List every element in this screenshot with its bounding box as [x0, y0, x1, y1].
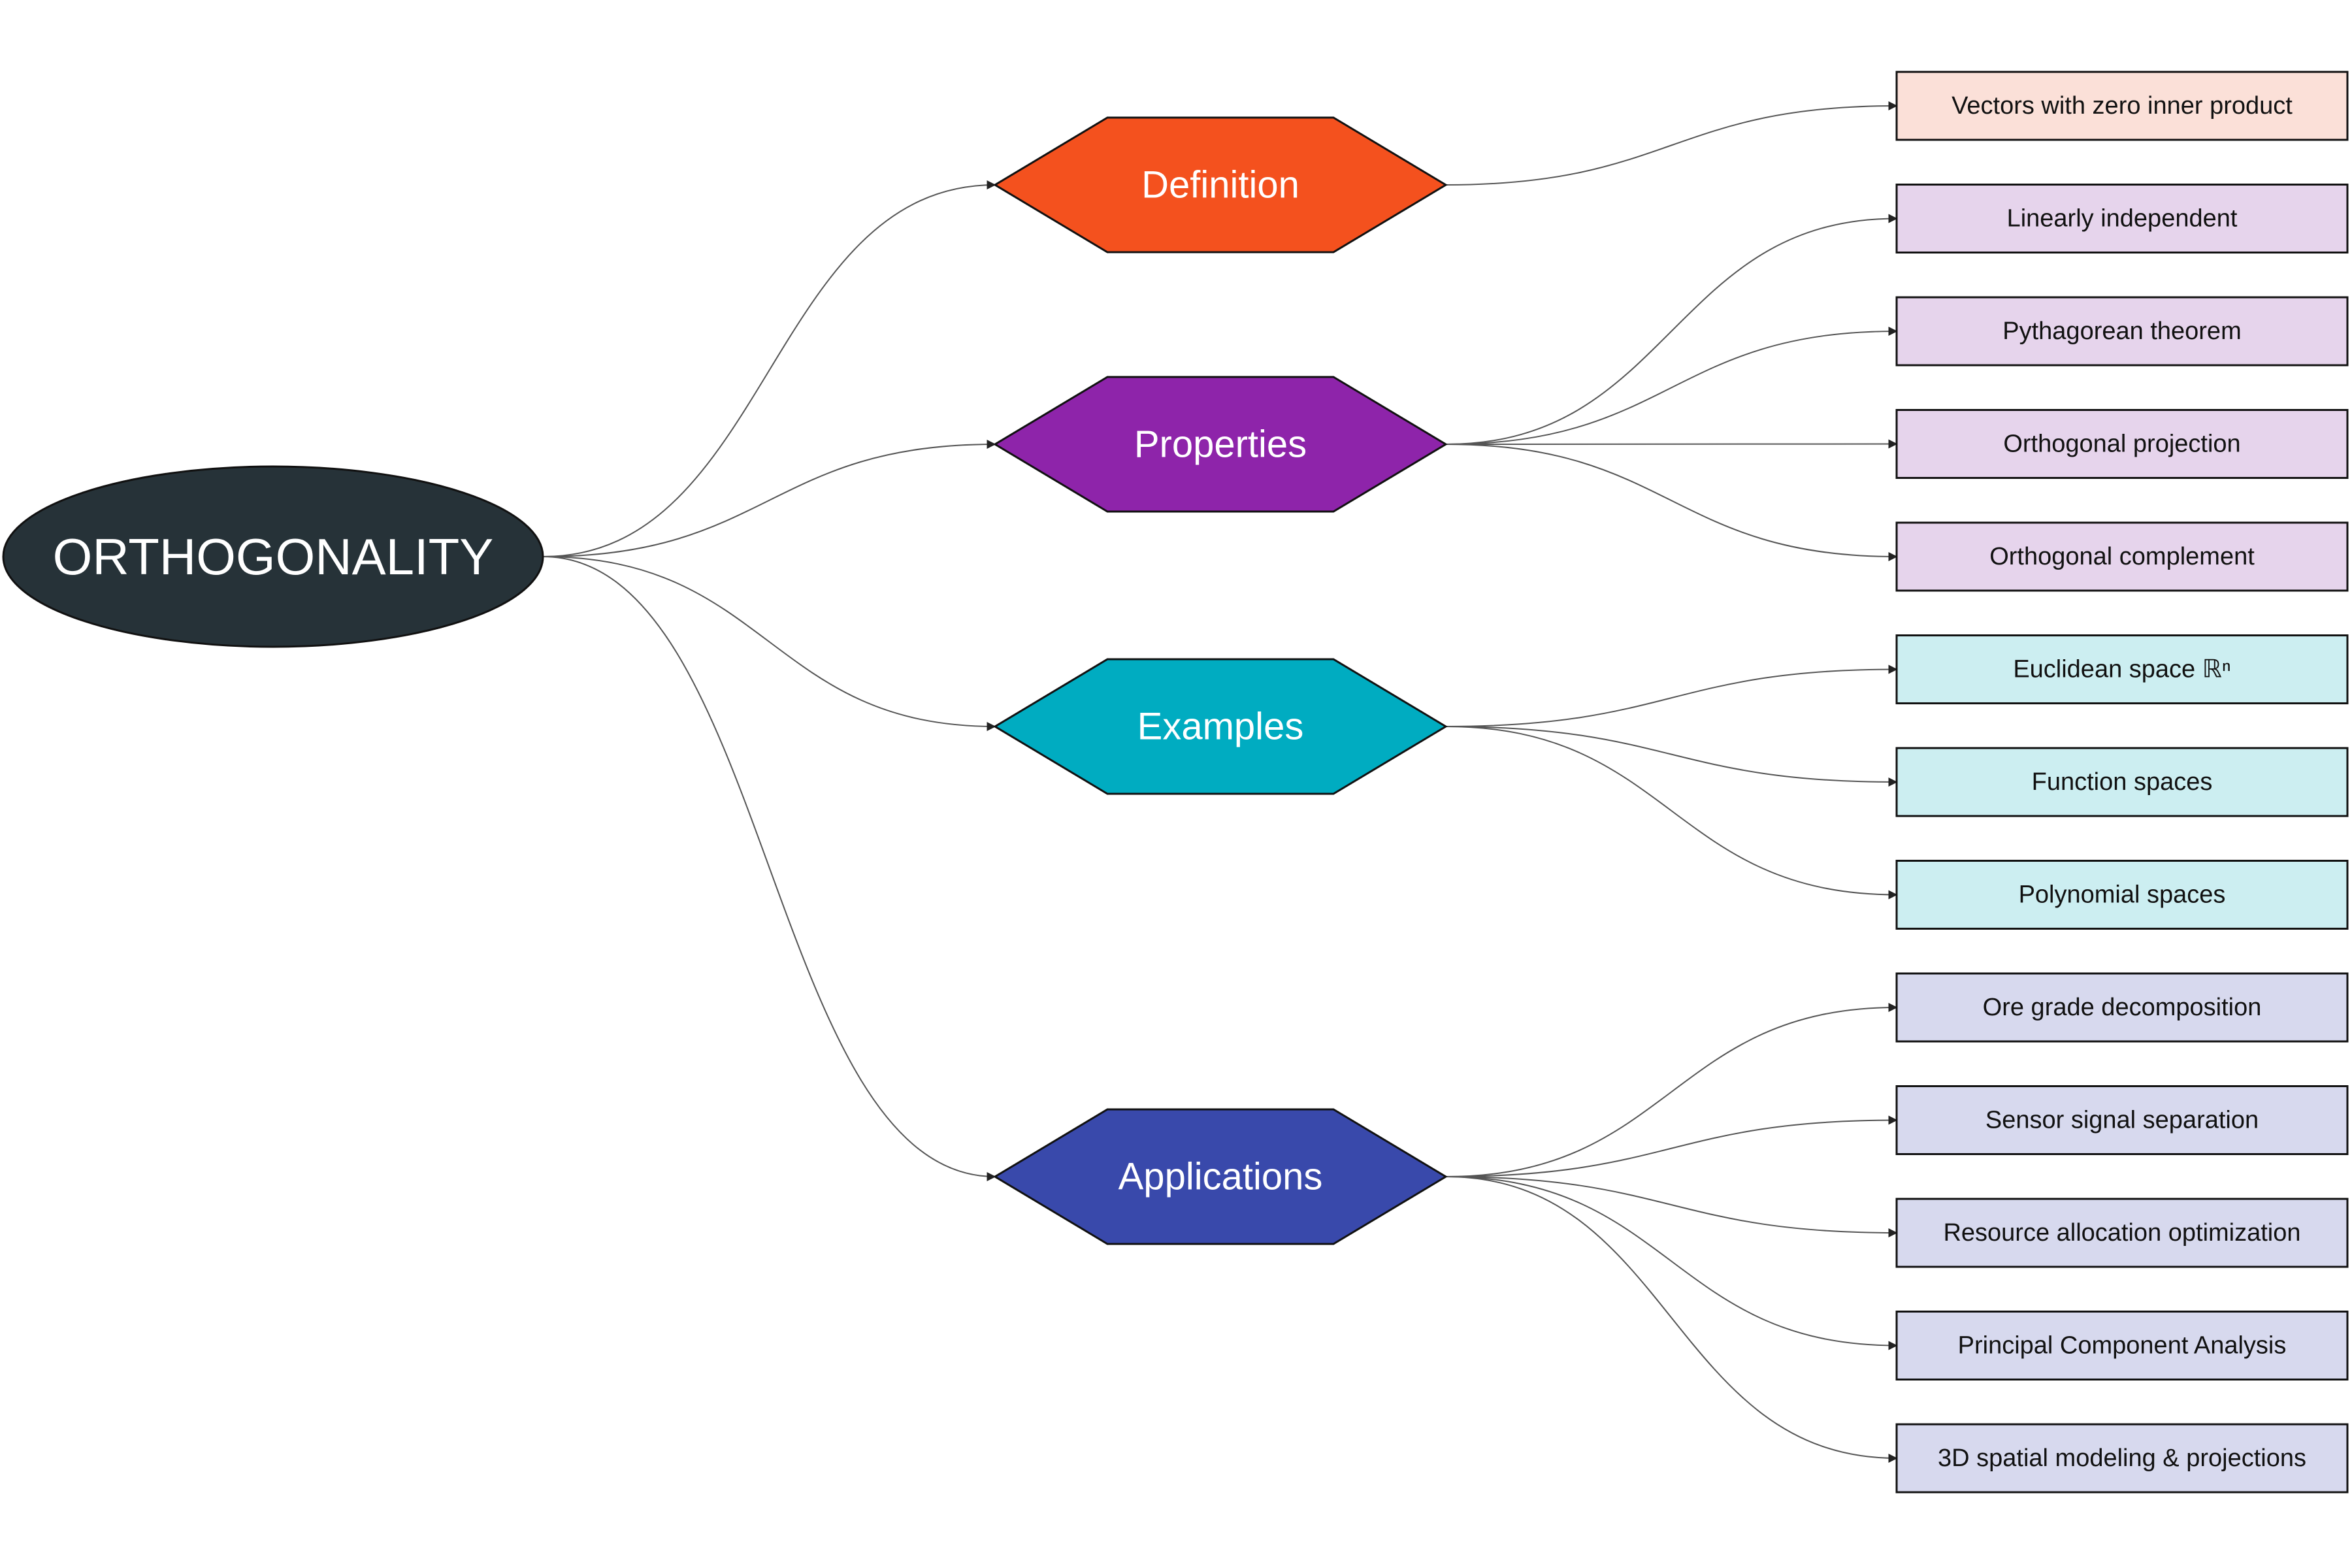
leaf-box: [1895, 1198, 2349, 1268]
leaf-node-function-spaces: Function spaces: [1895, 747, 2349, 817]
leaf-box: [1895, 972, 2349, 1043]
edge-examples-to-leaf: [1445, 726, 1898, 787]
edge-properties-to-leaf: [1445, 439, 1898, 449]
edge-root-to-applications: [542, 556, 996, 1181]
category-node-examples: Examples: [993, 658, 1448, 795]
category-node-definition: Definition: [993, 116, 1448, 253]
root-node: ORTHOGONALITY: [2, 465, 544, 648]
leaf-label: Euclidean space ℝⁿ: [2013, 656, 2230, 683]
leaf-node-sensor-signal-separation: Sensor signal separation: [1895, 1085, 2349, 1155]
leaf-box: [1895, 634, 2349, 704]
category-hexagon: [993, 1108, 1448, 1245]
leaf-box: [1895, 521, 2349, 592]
edge-applications-to-leaf: [1445, 1003, 1898, 1177]
category-label: Definition: [1141, 164, 1299, 206]
leaf-label: Orthogonal projection: [2003, 431, 2240, 458]
leaf-label: Sensor signal separation: [1985, 1107, 2259, 1134]
leaf-node-orthogonal-projection: Orthogonal projection: [1895, 409, 2349, 479]
leaf-node-resource-allocation-optimization: Resource allocation optimization: [1895, 1198, 2349, 1268]
category-hexagon: [993, 658, 1448, 795]
leaf-label: Ore grade decomposition: [1983, 994, 2262, 1021]
leaf-node-3d-spatial-modeling-projections: 3D spatial modeling & projections: [1895, 1423, 2349, 1494]
category-node-applications: Applications: [993, 1108, 1448, 1245]
leaf-label: Polynomial spaces: [2019, 881, 2226, 909]
category-hexagon: [993, 116, 1448, 253]
edge-definition-to-leaf: [1445, 101, 1898, 186]
leaf-box: [1895, 1085, 2349, 1155]
leaf-box: [1895, 747, 2349, 817]
leaf-box: [1895, 71, 2349, 141]
category-node-properties: Properties: [993, 376, 1448, 513]
leaf-label: Principal Component Analysis: [1958, 1332, 2287, 1360]
root-ellipse: [2, 465, 544, 648]
edge-properties-to-leaf: [1445, 327, 1898, 445]
leaf-label: Function spaces: [2032, 768, 2213, 796]
leaf-label: Pythagorean theorem: [2002, 318, 2241, 345]
leaf-box: [1895, 296, 2349, 367]
edge-applications-to-leaf: [1445, 1115, 1898, 1177]
edge-examples-to-leaf: [1445, 726, 1898, 900]
leaf-node-euclidean-space: Euclidean space ℝⁿ: [1895, 634, 2349, 704]
category-label: Applications: [1119, 1156, 1323, 1198]
leaf-node-vectors-with-zero-inner-product: Vectors with zero inner product: [1895, 71, 2349, 141]
edge-properties-to-leaf: [1445, 444, 1898, 561]
leaf-label: Resource allocation optimization: [1943, 1219, 2300, 1247]
leaf-node-polynomial-spaces: Polynomial spaces: [1895, 860, 2349, 930]
leaf-box: [1895, 409, 2349, 479]
edges-layer: [542, 101, 1898, 1463]
category-hexagon: [993, 376, 1448, 513]
leaf-node-ore-grade-decomposition: Ore grade decomposition: [1895, 972, 2349, 1043]
leaf-label: Linearly independent: [2007, 205, 2238, 233]
leaf-box: [1895, 1311, 2349, 1380]
leaf-label: Vectors with zero inner product: [1952, 92, 2293, 120]
leaf-label: 3D spatial modeling & projections: [1938, 1445, 2306, 1472]
leaf-node-linearly-independent: Linearly independent: [1895, 184, 2349, 253]
leaf-box: [1895, 1423, 2349, 1494]
root-label: ORTHOGONALITY: [53, 528, 494, 585]
edge-properties-to-leaf: [1445, 214, 1898, 445]
leaf-box: [1895, 860, 2349, 930]
category-label: Properties: [1134, 423, 1307, 466]
leaf-label: Orthogonal complement: [1989, 543, 2255, 570]
category-label: Examples: [1137, 706, 1304, 748]
nodes-layer: ORTHOGONALITY Definition Vectors with zero…: [2, 71, 2349, 1494]
edge-applications-to-leaf: [1445, 1176, 1898, 1237]
leaf-box: [1895, 184, 2349, 253]
edge-applications-to-leaf: [1445, 1176, 1898, 1350]
edge-examples-to-leaf: [1445, 664, 1898, 727]
edge-root-to-examples: [542, 556, 996, 731]
edge-applications-to-leaf: [1445, 1176, 1898, 1463]
leaf-node-pythagorean-theorem: Pythagorean theorem: [1895, 296, 2349, 367]
leaf-node-principal-component-analysis: Principal Component Analysis: [1895, 1311, 2349, 1380]
leaf-node-orthogonal-complement: Orthogonal complement: [1895, 521, 2349, 592]
edge-root-to-definition: [542, 180, 996, 557]
edge-root-to-properties: [542, 440, 996, 557]
